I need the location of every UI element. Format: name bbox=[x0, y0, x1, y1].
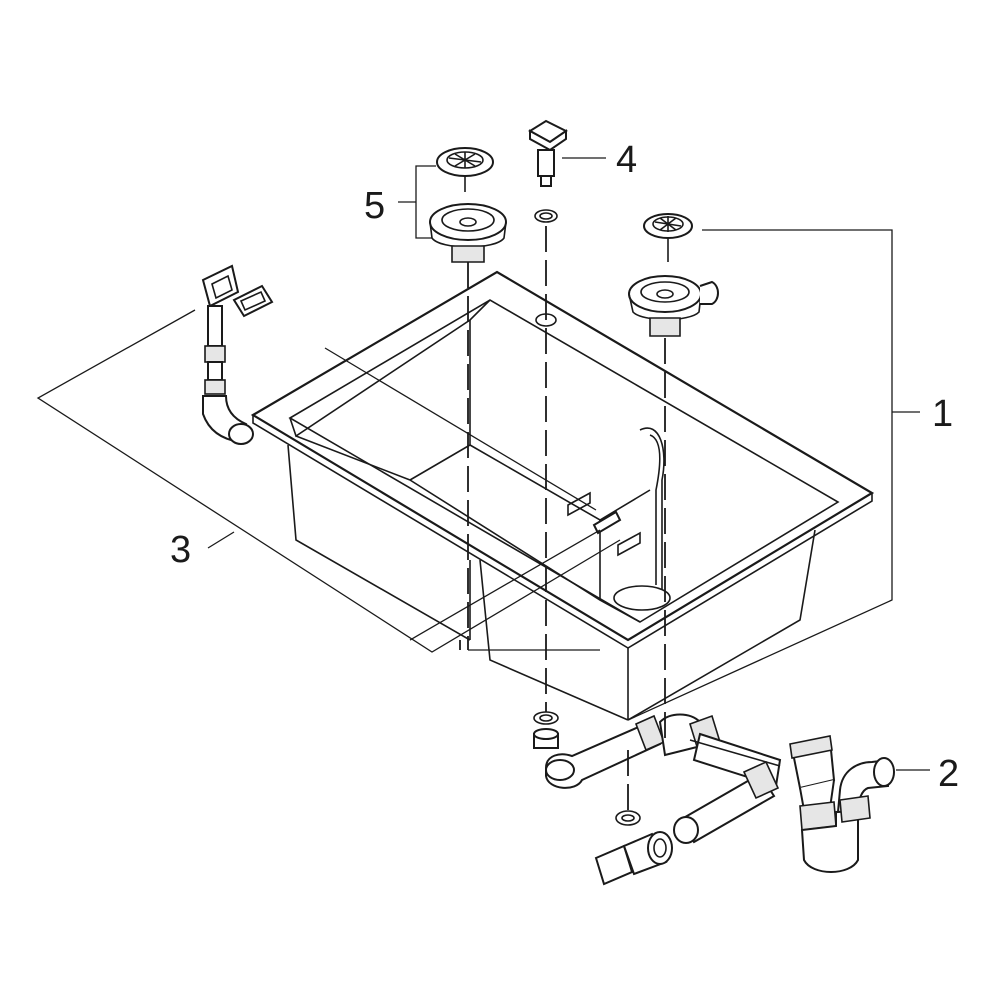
callout-3: 3 bbox=[170, 529, 191, 571]
callout-2: 2 bbox=[938, 753, 959, 795]
callout-1: 1 bbox=[932, 393, 953, 435]
overflow-set bbox=[201, 264, 274, 445]
sink-basin bbox=[250, 270, 875, 721]
basket-strainer-right bbox=[628, 213, 719, 337]
callout-5: 5 bbox=[364, 185, 385, 227]
leader-lines bbox=[36, 157, 930, 771]
basket-strainer-left bbox=[429, 147, 507, 263]
callout-4: 4 bbox=[616, 139, 637, 181]
waste-piping bbox=[533, 711, 895, 886]
tap-hole-cover-part bbox=[528, 119, 568, 223]
assembly-axis-lines bbox=[459, 226, 666, 810]
